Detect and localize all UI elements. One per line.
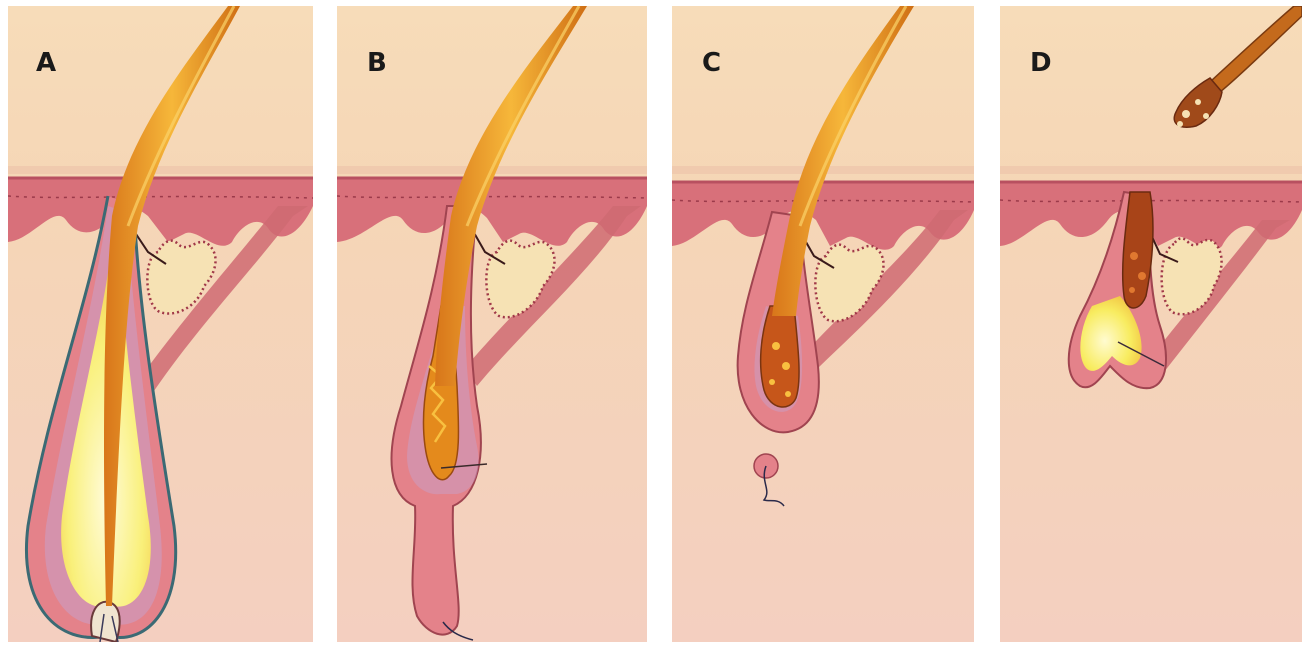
panel-b-illustration: [337, 6, 647, 642]
panel-c-illustration: [672, 6, 974, 642]
panel-b: B: [337, 6, 647, 642]
panel-a: A: [8, 6, 313, 642]
panel-label-b: B: [367, 50, 387, 76]
panel-label-d: D: [1030, 50, 1052, 76]
panel-d-illustration: [1000, 6, 1302, 642]
club-hair: [761, 306, 799, 407]
panel-a-illustration: [8, 6, 313, 642]
panel-c: C: [672, 6, 974, 642]
panel-label-c: C: [702, 50, 721, 76]
panel-d: D: [1000, 6, 1302, 642]
panel-label-a: A: [36, 50, 56, 76]
